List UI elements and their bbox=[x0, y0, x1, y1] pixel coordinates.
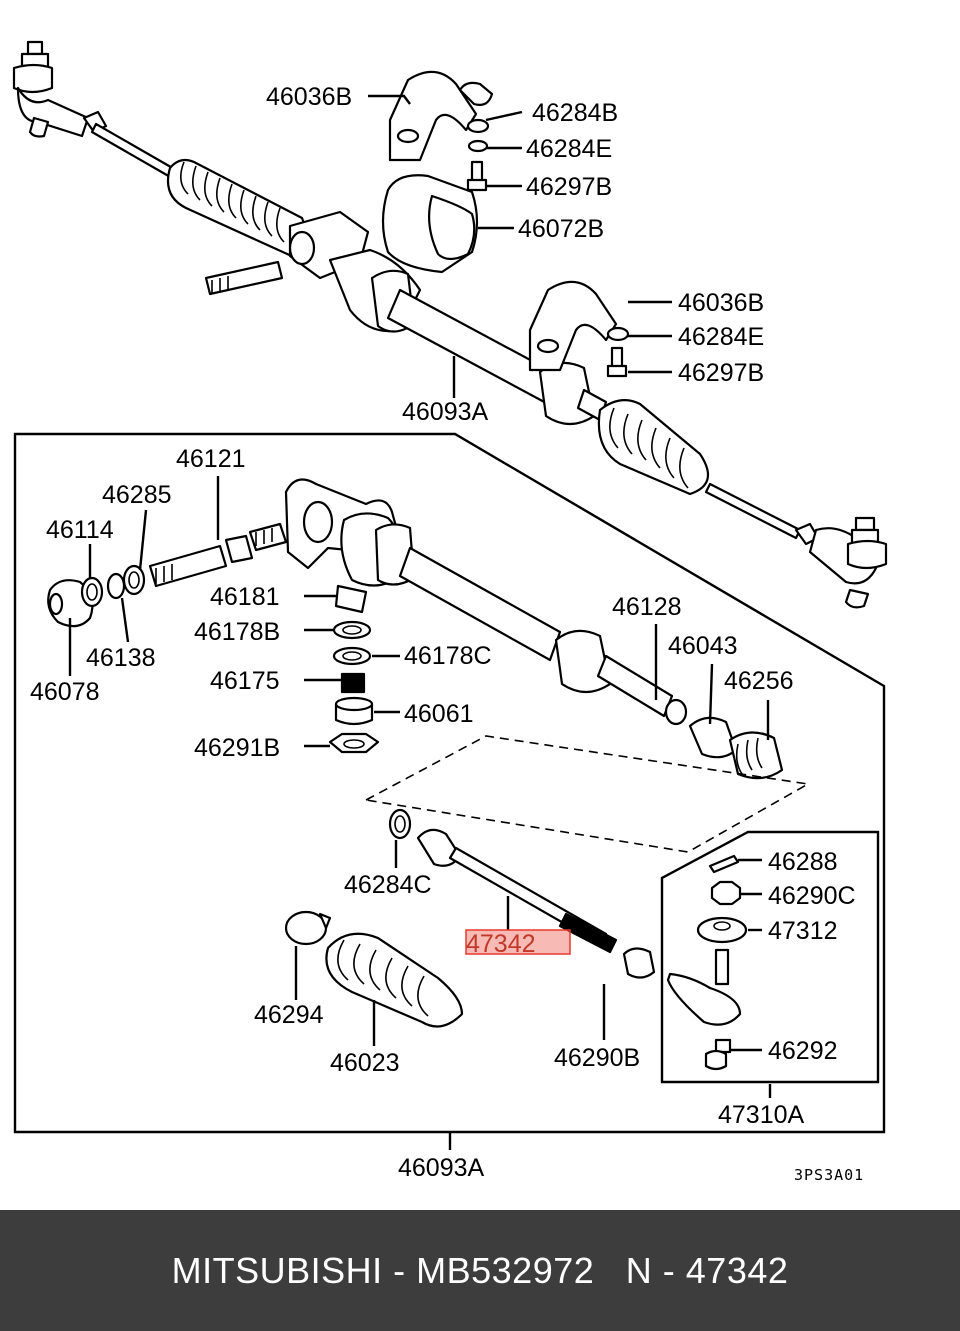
upper-steering-rack-assembly bbox=[12, 40, 888, 609]
label-46290c: 46290C bbox=[768, 882, 856, 910]
separator: - bbox=[652, 1249, 686, 1291]
separator: - bbox=[382, 1249, 417, 1291]
label-46284c: 46284C bbox=[344, 871, 432, 899]
label-47312: 47312 bbox=[768, 917, 838, 945]
label-46292: 46292 bbox=[768, 1037, 838, 1065]
label-46114: 46114 bbox=[46, 516, 114, 544]
tie-rod-end-inset bbox=[660, 830, 880, 1084]
spacer bbox=[594, 1250, 626, 1292]
label-46078: 46078 bbox=[30, 678, 100, 706]
label-46290b: 46290B bbox=[554, 1044, 640, 1072]
label-46178b: 46178B bbox=[194, 618, 280, 646]
figure-code: 3PS3A01 bbox=[794, 1166, 864, 1184]
label-46284b: 46284B bbox=[532, 99, 618, 127]
label-46072b: 46072B bbox=[518, 215, 604, 243]
label-46291b: 46291B bbox=[194, 734, 280, 762]
label-46121: 46121 bbox=[176, 445, 246, 473]
label-46023: 46023 bbox=[330, 1049, 400, 1077]
label-46061: 46061 bbox=[404, 700, 474, 728]
lower-detail-parts bbox=[47, 478, 784, 780]
label-46043: 46043 bbox=[668, 632, 738, 660]
label-46036b-mid: 46036B bbox=[678, 289, 764, 317]
upper-clamp-hardware bbox=[381, 70, 630, 378]
brand-name: MITSUBISHI bbox=[171, 1249, 383, 1291]
label-46093a-bottom: 46093A bbox=[398, 1154, 485, 1182]
label-46294: 46294 bbox=[254, 1001, 324, 1029]
label-46128: 46128 bbox=[612, 593, 682, 621]
label-46181: 46181 bbox=[210, 583, 280, 611]
label-46288: 46288 bbox=[768, 848, 838, 876]
label-46178c: 46178C bbox=[404, 642, 492, 670]
label-46175: 46175 bbox=[210, 667, 280, 695]
tie-rod-parts bbox=[284, 808, 656, 1028]
label-46093a-top: 46093A bbox=[402, 398, 489, 426]
part-number: MB532972 bbox=[416, 1249, 595, 1291]
label-46297b-mid: 46297B bbox=[678, 359, 764, 387]
label-47310a: 47310A bbox=[718, 1101, 805, 1129]
parts-diagram: 46036B 46284B 46284E 46297B 46072B 46036… bbox=[12, 40, 888, 1184]
reference-number: 47342 bbox=[685, 1249, 789, 1291]
part-labels: 46036B 46284B 46284E 46297B 46072B 46036… bbox=[30, 83, 864, 1184]
tie-rod-end-parts bbox=[666, 854, 748, 1071]
label-46285: 46285 bbox=[102, 481, 172, 509]
part-info-footer: MITSUBISHI - MB532972 N - 47342 bbox=[0, 1210, 960, 1331]
label-47342: 47342 bbox=[466, 930, 536, 958]
leader-lines bbox=[68, 94, 772, 1098]
tie-rod-subgroup-outline bbox=[363, 735, 811, 853]
label-46297b-top: 46297B bbox=[526, 173, 612, 201]
label-46138: 46138 bbox=[86, 644, 156, 672]
label-46036b-top: 46036B bbox=[266, 83, 352, 111]
n-prefix: N bbox=[625, 1249, 653, 1291]
label-46284e-top: 46284E bbox=[526, 135, 612, 163]
label-46284e-mid: 46284E bbox=[678, 323, 764, 351]
detail-frame bbox=[13, 432, 886, 1134]
label-46256: 46256 bbox=[724, 667, 794, 695]
highlight-box bbox=[465, 929, 571, 955]
